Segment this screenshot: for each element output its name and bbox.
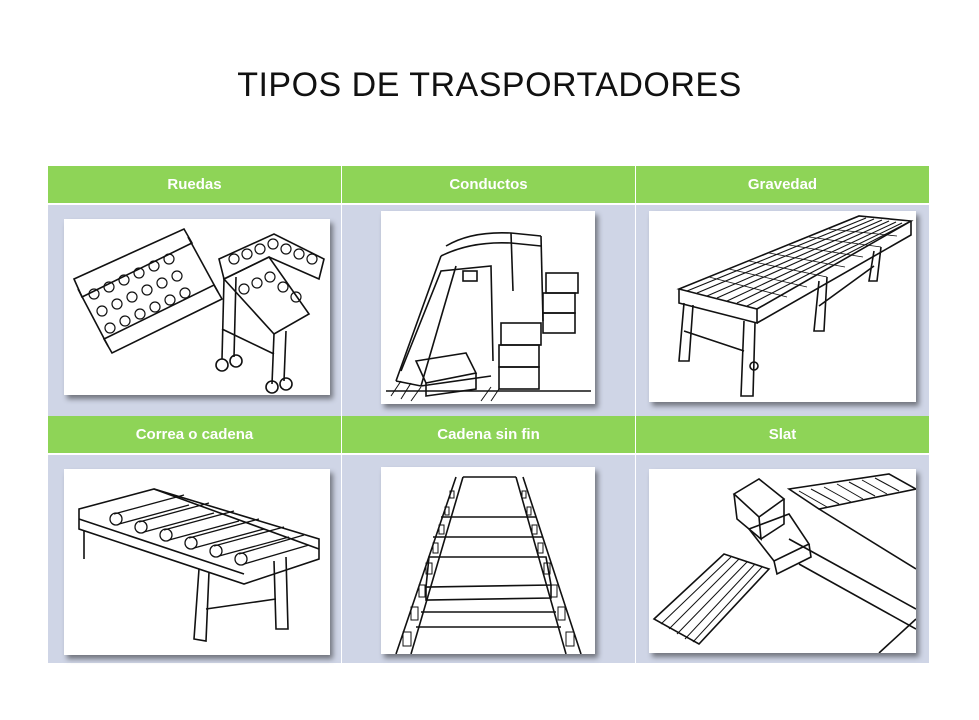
gravity-roller-conveyor-illustration [649, 211, 916, 402]
cell-ruedas [48, 205, 342, 416]
chute-conveyor-illustration [381, 211, 595, 404]
cell-conductos [342, 205, 636, 416]
cell-cadena-sin-fin [342, 455, 636, 663]
endless-chain-conveyor-illustration [381, 467, 595, 654]
slat-conveyor-illustration [649, 469, 916, 653]
conveyor-types-table: Ruedas Conductos Gravedad [48, 166, 930, 663]
cell-slat [636, 455, 930, 663]
header-slat: Slat [636, 416, 930, 455]
header-correa-o-cadena: Correa o cadena [48, 416, 342, 455]
wheel-conveyor-illustration [64, 219, 330, 395]
cell-gravedad [636, 205, 930, 416]
header-gravedad: Gravedad [636, 166, 930, 205]
header-cadena-sin-fin: Cadena sin fin [342, 416, 636, 455]
belt-roller-conveyor-illustration [64, 469, 330, 655]
header-ruedas: Ruedas [48, 166, 342, 205]
cell-correa-o-cadena [48, 455, 342, 663]
slide-title: TIPOS DE TRASPORTADORES [237, 66, 742, 104]
header-conductos: Conductos [342, 166, 636, 205]
